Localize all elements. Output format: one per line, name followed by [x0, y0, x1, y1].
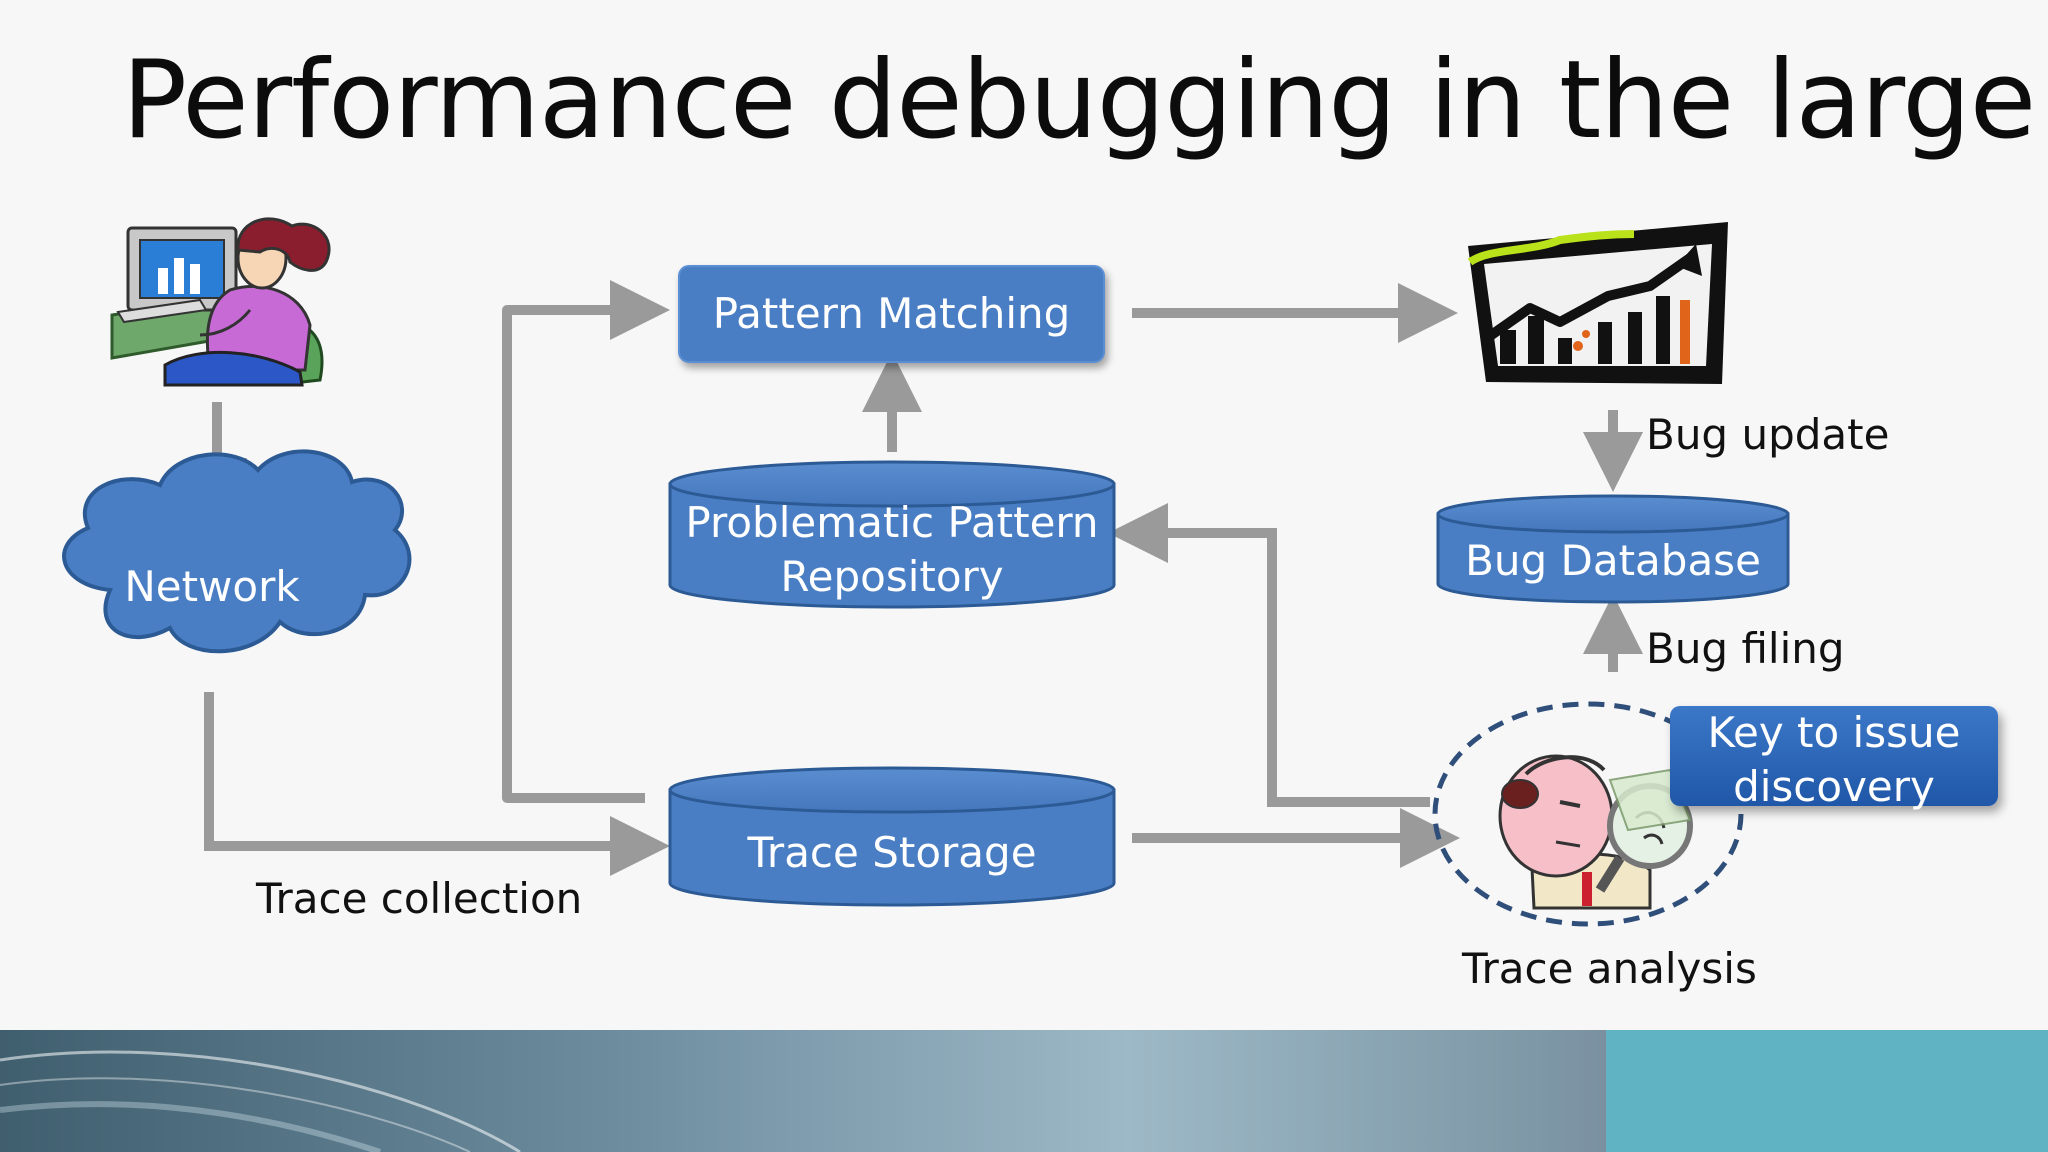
callout-line1: Key to issue — [1707, 708, 1961, 757]
repository-label-line2: Repository — [780, 552, 1004, 601]
bug-filing-label: Bug filing — [1646, 624, 1845, 673]
repository-label-line1: Problematic Pattern — [685, 498, 1099, 547]
network-cloud — [62, 449, 412, 654]
network-label: Network — [124, 562, 300, 611]
bug-database-cylinder — [1436, 494, 1790, 604]
footer-swoosh — [0, 1050, 521, 1152]
rising-chart-icon — [1467, 222, 1728, 384]
slide-title: Performance debugging in the large — [122, 38, 2036, 163]
analysis-dashed-circle — [1432, 701, 1744, 927]
arrow-network-to-trace-storage — [204, 692, 670, 876]
repository-cylinder — [668, 460, 1116, 609]
arrow-storage-to-pattern-matching — [502, 280, 670, 803]
footer-accent — [1606, 1030, 2048, 1152]
man-with-magnifier-icon — [1498, 754, 1693, 910]
trace-storage-cylinder — [668, 766, 1116, 907]
key-to-issue-callout: Key to issue discovery — [1670, 706, 1998, 811]
callout-line2: discovery — [1733, 762, 1935, 811]
trace-storage-label: Trace Storage — [747, 828, 1037, 877]
arrow-analysis-to-repository — [1108, 503, 1430, 807]
bug-database-label: Bug Database — [1465, 536, 1761, 585]
trace-analysis-label: Trace analysis — [1462, 944, 1757, 993]
footer-band — [0, 1030, 2048, 1152]
pattern-matching-box — [678, 265, 1105, 363]
woman-at-computer-icon — [110, 217, 331, 387]
pattern-matching-label: Pattern Matching — [712, 289, 1071, 338]
trace-collection-label: Trace collection — [256, 874, 583, 923]
bug-update-label: Bug update — [1646, 410, 1890, 459]
